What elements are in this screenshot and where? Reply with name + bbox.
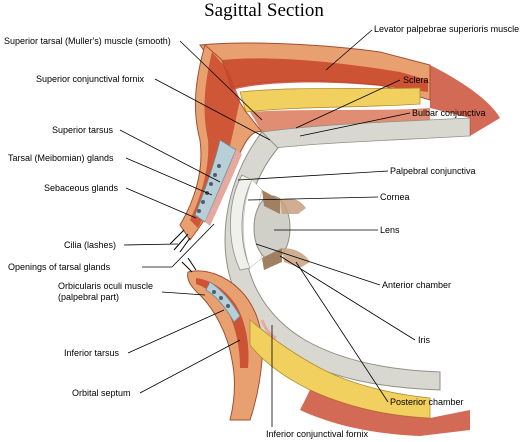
label-bulbar-conjunctiva: Bulbar conjunctiva [412,108,486,118]
lower-gland-dots [212,290,230,308]
label-orbital-septum: Orbital septum [72,388,131,398]
label-palpebral-conjunctiva: Palpebral conjunctiva [390,166,476,176]
upper-eyelid-muscle [190,52,240,228]
label-openings-tarsal-glands: Openings of tarsal glands [8,262,111,272]
label-levator: Levator palpebrae superioris muscle [374,24,520,34]
label-sebaceous-glands: Sebaceous glands [44,183,119,193]
lower-orbit-muscle [300,390,470,436]
label-superior-tarsal-muscle: Superior tarsal (Muller's) muscle (smoot… [4,36,171,46]
leader-lines [119,29,416,427]
label-orbicularis-oculi: Orbicularis oculi muscle [58,281,154,291]
label-inferior-tarsus: Inferior tarsus [64,348,120,358]
iris [262,190,282,270]
label-lens: Lens [380,225,400,235]
label-cornea: Cornea [380,192,410,202]
label-inferior-conjunctival-fornix: Inferior conjunctival fornix [266,429,369,439]
label-cilia: Cilia (lashes) [64,240,117,250]
label-posterior-chamber: Posterior chamber [390,397,464,407]
cornea [230,174,253,271]
upper-orbicularis [222,58,428,92]
upper-lashes [169,229,191,253]
label-sclera: Sclera [403,75,429,85]
label-anterior-chamber: Anterior chamber [382,280,452,290]
diagram-title: Sagittal Section [204,0,324,21]
lower-lashes [181,257,197,273]
label-superior-conjunctival-fornix: Superior conjunctival fornix [36,74,145,84]
label-orbicularis-part: (palpebral part) [58,292,120,302]
ciliary-body [280,198,310,268]
label-iris: Iris [418,335,430,345]
upper-orbit-back [430,65,500,136]
upper-palpebral-conjunctiva [205,150,242,226]
levator-aponeurosis [250,108,430,132]
levator-muscle [239,87,421,113]
label-tarsal-glands: Tarsal (Meibomian) glands [8,153,114,163]
inferior-fornix [260,319,277,340]
label-superior-tarsus: Superior tarsus [52,125,114,135]
